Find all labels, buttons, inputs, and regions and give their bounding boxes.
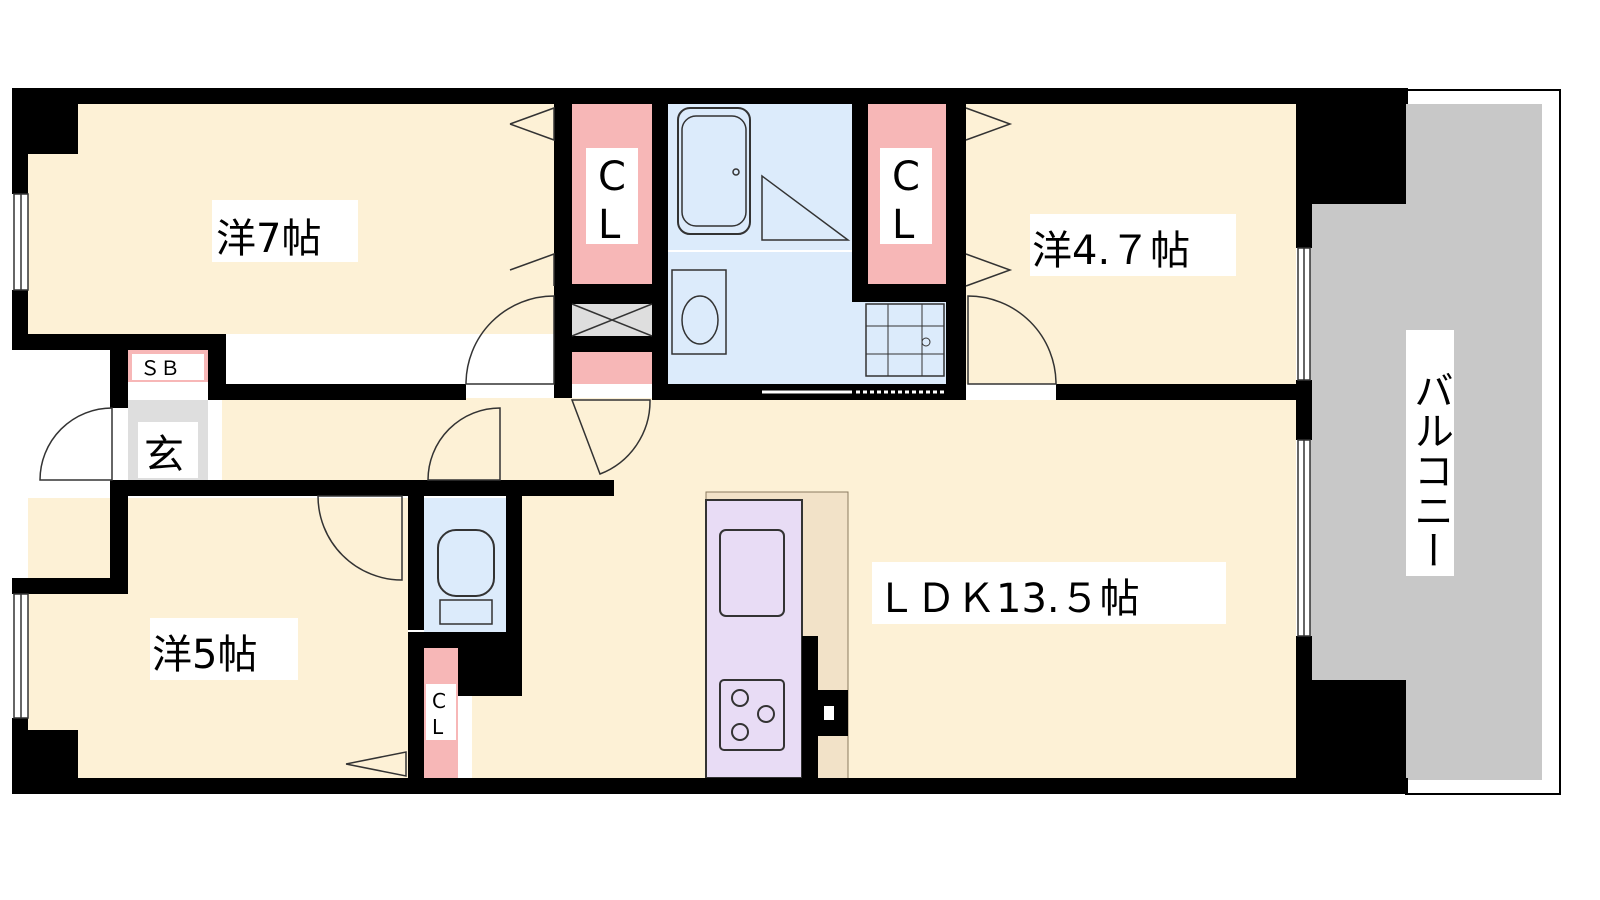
label-shoe-box: ＳＢ xyxy=(140,356,180,380)
closet-2-l: L xyxy=(892,202,915,248)
burner-1 xyxy=(731,689,749,707)
toilet-tank xyxy=(439,599,493,625)
label-western-5: 洋5帖 xyxy=(152,632,257,678)
bathroom-floor xyxy=(668,102,852,250)
bathtub-inner xyxy=(681,115,747,227)
label-western-7: 洋7帖 xyxy=(216,216,321,262)
closet-1-c: C xyxy=(598,154,626,200)
kitchen-sink xyxy=(719,529,785,617)
label-balcony: バルコニー xyxy=(1407,370,1453,570)
washbasin-bowl xyxy=(681,295,719,345)
label-entrance: 玄 xyxy=(144,432,184,478)
bathtub xyxy=(677,107,751,235)
burner-3 xyxy=(731,723,749,741)
closet-2-c: C xyxy=(892,154,920,200)
hall-stair-floor xyxy=(556,398,656,490)
closet-3-l: L xyxy=(432,715,444,739)
closet-1-l: L xyxy=(598,202,621,248)
burner-2 xyxy=(757,705,775,723)
hallway-floor xyxy=(222,398,562,488)
label-western-47: 洋4.７帖 xyxy=(1032,228,1190,274)
toilet-bowl xyxy=(437,529,495,597)
kitchen-stove xyxy=(719,679,785,751)
doors xyxy=(39,106,1057,777)
windows xyxy=(13,193,1311,719)
storage-small xyxy=(572,352,652,384)
washer-pan xyxy=(865,303,945,377)
bath-drain xyxy=(732,168,740,176)
washbasin xyxy=(671,269,727,355)
closet-3-c: C xyxy=(432,689,446,713)
label-ldk: ＬＤＫ13.５帖 xyxy=(876,576,1140,622)
